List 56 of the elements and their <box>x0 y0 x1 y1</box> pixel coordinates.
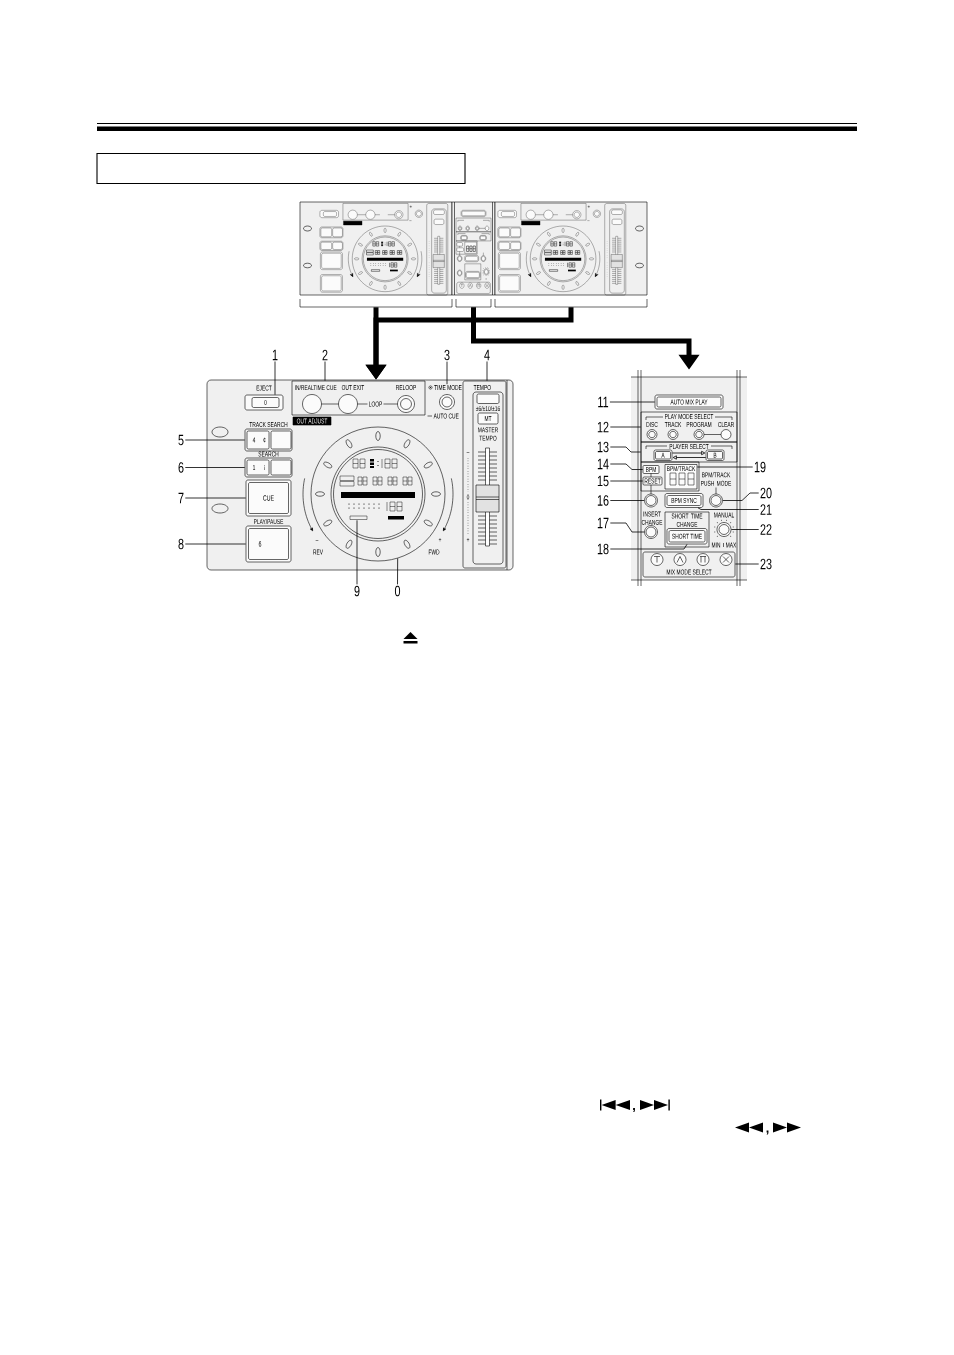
leader-line <box>356 519 358 585</box>
leader-line <box>697 507 760 510</box>
callout-number: 8 <box>178 538 184 550</box>
callout-number: 4 <box>484 349 490 361</box>
leader-line <box>609 426 642 428</box>
leader-line <box>730 529 760 530</box>
callout-number: 22 <box>760 524 772 535</box>
leader-line <box>609 463 644 470</box>
leader-line <box>734 563 760 565</box>
leader-line <box>696 466 754 468</box>
callout-number: 14 <box>597 458 609 470</box>
leader-line <box>486 361 488 382</box>
callout-number: 16 <box>597 495 609 506</box>
leader-line <box>184 543 247 545</box>
callout-number: 2 <box>322 349 328 361</box>
arrow <box>672 455 707 460</box>
callout-number: 21 <box>760 504 772 515</box>
round-button <box>644 493 658 508</box>
callout-number: 11 <box>598 396 609 408</box>
arrow <box>671 450 706 456</box>
panel-picture <box>451 201 496 308</box>
comma: , <box>633 1108 635 1112</box>
callout-number: 18 <box>597 543 609 555</box>
callout-number: 20 <box>760 487 772 499</box>
callout-number: 9 <box>354 585 360 597</box>
deck-picture <box>494 201 648 308</box>
comma: , <box>766 1130 769 1135</box>
leader-line <box>274 361 276 396</box>
callout-number: 3 <box>444 349 450 361</box>
callout-number: 17 <box>597 517 609 529</box>
callout-number: 7 <box>178 492 184 504</box>
leader-line <box>609 500 645 501</box>
leader-line <box>184 467 246 468</box>
leader-line <box>609 446 642 453</box>
leader-line <box>446 361 448 385</box>
display-panel <box>640 461 700 492</box>
leader-line <box>184 497 247 499</box>
callout-number: 13 <box>597 441 609 453</box>
callout-number: 5 <box>178 434 184 446</box>
leader-line <box>609 543 688 550</box>
leader-line <box>722 492 760 501</box>
leader-line <box>609 522 645 533</box>
callout-number: 15 <box>597 475 609 487</box>
deck-picture <box>299 201 453 308</box>
callout-number: 6 <box>178 462 184 473</box>
lcd-display <box>339 458 415 520</box>
callout-number: 23 <box>760 558 772 570</box>
leader-line <box>609 401 656 403</box>
leader-line <box>397 557 399 585</box>
callout-number: 19 <box>754 461 766 473</box>
leader-line <box>609 480 644 482</box>
callout-number: 12 <box>597 421 609 433</box>
callout-number: 0 <box>394 585 401 597</box>
leader-line <box>184 439 246 441</box>
leader-line <box>324 361 326 382</box>
callout-number: 1 <box>272 349 278 361</box>
